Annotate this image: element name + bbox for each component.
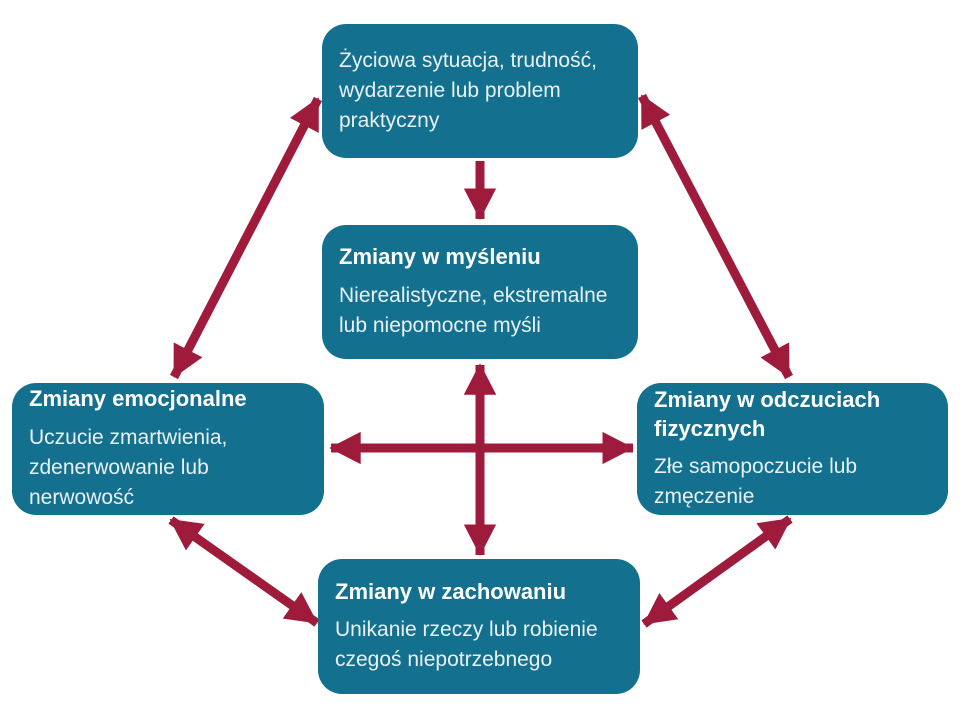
arrow-situation-emotions bbox=[170, 96, 322, 380]
box-thoughts-title: Zmiany w myśleniu bbox=[339, 244, 541, 270]
box-emotions: Zmiany emocjonalne Uczucie zmartwienia, … bbox=[12, 383, 324, 515]
box-behaviour: Zmiany w zachowaniu Unikanie rzeczy lub … bbox=[318, 559, 640, 694]
box-physical-title: Zmiany w odczuciach fizycznych bbox=[654, 387, 881, 441]
box-behaviour-body: Unikanie rzeczy lub robienie czegoś niep… bbox=[335, 618, 598, 672]
box-thoughts: Zmiany w myśleniu Nierealistyczne, ekstr… bbox=[322, 225, 638, 359]
box-situation-body: Życiowa sytuacja, trudność, wydarzenie l… bbox=[339, 49, 597, 132]
box-thoughts-body: Nierealistyczne, ekstremalne lub niepomo… bbox=[339, 283, 608, 337]
arrow-situation-physical bbox=[638, 93, 793, 380]
box-physical-body: Złe samopoczucie lub zmęczenie bbox=[654, 455, 858, 509]
box-behaviour-title: Zmiany w zachowaniu bbox=[335, 578, 567, 604]
box-physical: Zmiany w odczuciach fizycznych Złe samop… bbox=[637, 383, 948, 515]
box-emotions-body: Uczucie zmartwienia, zdenerwowanie lub n… bbox=[29, 426, 228, 509]
box-emotions-title: Zmiany emocjonalne bbox=[29, 386, 247, 412]
box-situation: Życiowa sytuacja, trudność, wydarzenie l… bbox=[322, 24, 638, 158]
arrow-physical-behaviour bbox=[641, 515, 793, 628]
arrow-emotions-behaviour bbox=[168, 516, 320, 627]
